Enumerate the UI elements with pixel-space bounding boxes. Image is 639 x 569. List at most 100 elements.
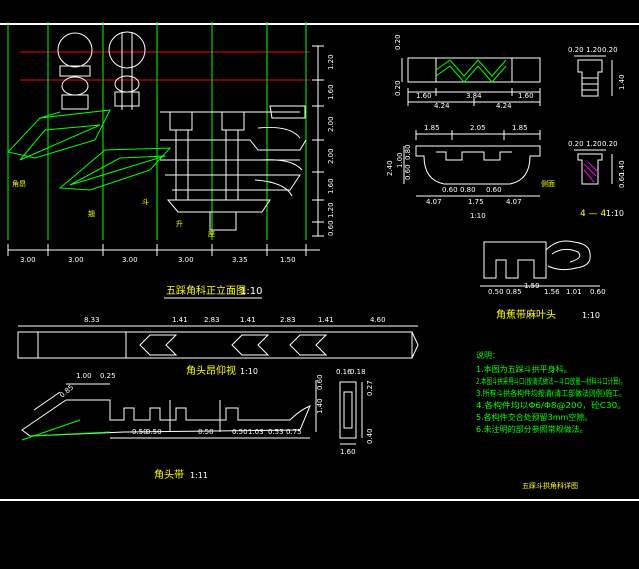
bp-d3: 1.41	[240, 316, 256, 324]
cp-b1: 0.50	[146, 428, 162, 436]
lotus-piece	[480, 240, 600, 287]
md-t2: 1.85	[512, 124, 528, 132]
lp-d4: 1.01	[566, 288, 582, 296]
label-1: 角昂	[12, 179, 26, 188]
elev-dim-bottom-text: 3.00 3.00 3.00 3.00 3.35 1.50	[20, 256, 296, 264]
td-l0: 0.20	[394, 34, 402, 50]
md-b1: 0.80	[460, 186, 476, 194]
slanted-beams	[7, 109, 172, 191]
elev-scale: 1:10	[240, 286, 262, 297]
note-2: 2.本图斗拱采用斗口(按清式做法—斗口放量—材料斗口计算)。	[476, 376, 626, 386]
ss-s0: 0.27	[366, 380, 374, 396]
dim-b-4: 3.35	[232, 256, 248, 264]
cp-scale: 1:11	[190, 471, 208, 480]
s44-scale: 1:10	[606, 209, 624, 218]
s44-t1: 1.20	[586, 140, 602, 148]
md-l0: 2.40	[386, 160, 394, 176]
md-l3: 0.60	[404, 164, 412, 180]
notes-heading: 说明：	[476, 350, 500, 360]
elev-dim-bottom	[7, 244, 320, 256]
dim-b-0: 3.00	[20, 256, 36, 264]
bp-d2: 2.83	[204, 316, 220, 324]
bp-title: 角头昂仰视	[186, 364, 236, 377]
s44-r0: 1.40	[618, 160, 626, 176]
label-3: 斗	[142, 198, 149, 206]
note-3: 3.所有斗拱各构件均按清(清工部做法则例)施工。	[476, 388, 626, 398]
sd-r0: 1.40	[618, 74, 626, 90]
beam-plan-dims: 8.33 1.41 2.83 1.41 2.83 1.41 4.60 角头昂仰视…	[84, 316, 386, 377]
dim-r-5: 1.20	[327, 202, 335, 218]
side-detail-top	[574, 55, 613, 97]
label-4: 升	[176, 219, 183, 228]
elev-dim-right	[312, 45, 324, 237]
cp-b0: 0.50	[132, 428, 148, 436]
dim-b-3: 3.00	[178, 256, 194, 264]
note-1: 1.本图为五踩斗拱平身科。	[476, 364, 572, 374]
elev-dim-right-text: 1.20 1.60 2.00 2.00 1.60 1.20 0.60	[327, 54, 335, 236]
dim-b-1: 3.00	[68, 256, 84, 264]
md-tt1: 1.75	[468, 198, 484, 206]
s44-t0: 0.20	[568, 140, 584, 148]
lp-d3: 1.56	[544, 288, 560, 296]
post-finials	[57, 31, 146, 110]
cp-t0: 1.00	[76, 372, 92, 380]
dim-b-5: 1.50	[280, 256, 296, 264]
md-l2: 0.80	[404, 144, 412, 160]
small-section	[339, 381, 363, 445]
dim-r-3: 2.00	[327, 148, 335, 164]
label-5: 座	[208, 229, 215, 238]
dim-r-6: 0.60	[327, 220, 335, 236]
td-d0: 1.60	[416, 92, 432, 100]
ss-t1: 0.18	[350, 368, 366, 376]
md-t1: 2.05	[470, 124, 486, 132]
cp-r1: 0.60	[316, 374, 324, 390]
td-t1: 4.24	[496, 102, 512, 110]
cp-b3: 0.50	[232, 428, 248, 436]
lp-d1: 0.85	[506, 288, 522, 296]
section-44	[574, 149, 613, 185]
md-t0: 1.85	[424, 124, 440, 132]
small-section-text: 0.16 0.18 0.27 0.40 1.60	[336, 368, 374, 456]
corner-piece	[21, 380, 317, 441]
notes: 说明： 1.本图为五踩斗拱平身科。 2.本图斗拱采用斗口(按清式做法—斗口放量—…	[476, 350, 626, 434]
bp-d4: 2.83	[280, 316, 296, 324]
cp-r0: 1.40	[316, 398, 324, 414]
dim-r-1: 1.60	[327, 84, 335, 100]
s44-r1: 0.60	[618, 172, 626, 188]
ss-s1: 0.40	[366, 428, 374, 444]
cp-b2: 0.50	[198, 428, 214, 436]
md-tt0: 4.07	[426, 198, 442, 206]
s44-t2: 0.20	[602, 140, 618, 148]
note-5: 5.各构件交合处预留3mm空隙。	[476, 412, 592, 422]
lp-d0: 0.50	[488, 288, 504, 296]
td-d2: 1.60	[518, 92, 534, 100]
lp-title: 角蕉带麻叶头	[496, 308, 556, 321]
elev-title: 五踩角科正立面图	[166, 284, 246, 297]
main-elevation: 角昂 翘 斗 升 座 3.00 3.00 3.00 3.00 3.35 1.50…	[7, 22, 335, 299]
drawing-title: 五踩斗拱角科详图	[522, 481, 578, 490]
md-l1: 1.00	[396, 152, 404, 168]
lp-d5: 0.60	[590, 288, 606, 296]
md-tt2: 4.07	[506, 198, 522, 206]
bp-d0: 8.33	[84, 316, 100, 324]
elev-labels: 角昂 翘 斗 升 座	[12, 179, 215, 238]
bp-d1: 1.41	[172, 316, 188, 324]
td-t0: 4.24	[434, 102, 450, 110]
sd-t0: 0.20	[568, 46, 584, 54]
side-detail-top-text: 0.20 1.20 0.20 1.40	[568, 46, 626, 90]
td-l1: 0.20	[394, 80, 402, 96]
dim-r-2: 2.00	[327, 116, 335, 132]
lotus-piece-text: 0.50 0.85 1.59 1.56 1.01 0.60 角蕉带麻叶头 1:1…	[488, 282, 606, 321]
bp-d5: 1.41	[318, 316, 334, 324]
sd-t1: 1.20	[586, 46, 602, 54]
dim-r-4: 1.60	[327, 178, 335, 194]
md-b0: 0.60	[442, 186, 458, 194]
ss-t0: 0.16	[336, 368, 352, 376]
cp-b6: 0.75	[286, 428, 302, 436]
md-label: 1:10	[470, 212, 486, 220]
td-d1: 3.84	[466, 92, 482, 100]
lp-scale: 1:10	[582, 311, 600, 320]
ss-b0: 1.60	[340, 448, 356, 456]
label-2: 翘	[88, 210, 95, 218]
